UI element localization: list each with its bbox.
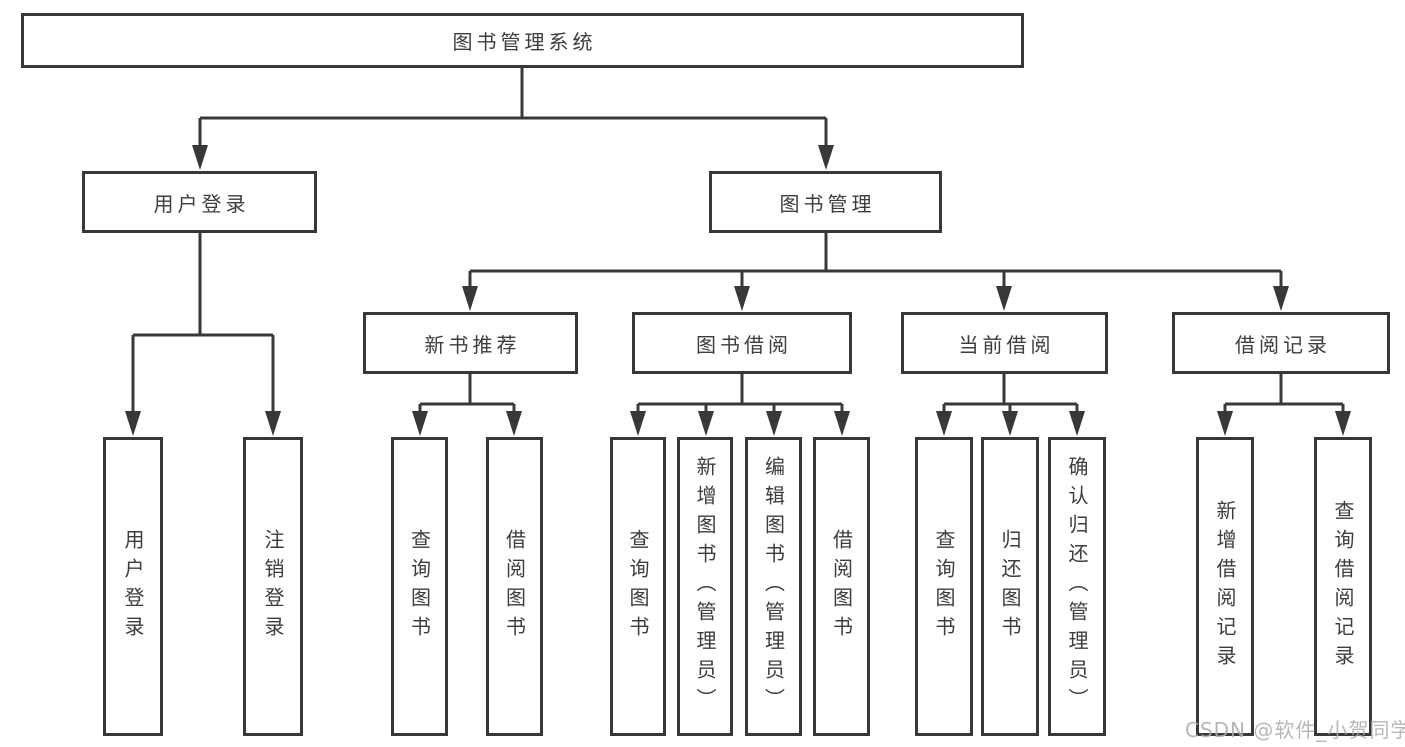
arrowhead-icon: [506, 411, 522, 436]
node-new-book-recommendation-label: 新书推荐: [424, 332, 521, 357]
arrowhead-icon: [766, 411, 782, 436]
leaf-query-books-current: 查询图书: [915, 437, 973, 736]
node-borrowing-records: 借阅记录: [1172, 312, 1390, 374]
node-user-login-label: 用户登录: [153, 191, 250, 216]
node-borrowing-records-label: 借阅记录: [1235, 332, 1331, 357]
leaf-borrow-books: 借阅图书: [813, 437, 870, 736]
leaf-borrow-books-recommend-label: 借阅图书: [502, 528, 527, 645]
leaf-add-book-admin-label: 新增图书（管理员）: [693, 456, 717, 717]
leaf-query-books-current-label: 查询图书: [932, 528, 956, 645]
leaf-add-book-admin: 新增图书（管理员）: [677, 437, 733, 736]
arrowhead-icon: [1273, 286, 1289, 311]
node-book-borrowing: 图书借阅: [632, 312, 852, 374]
leaf-edit-book-admin-label: 编辑图书（管理员）: [761, 456, 786, 717]
node-root-system: 图书管理系统: [21, 13, 1024, 68]
connector-book-management-children: [468, 233, 1283, 289]
connector-current-borrow-children: [942, 374, 1079, 414]
node-root-system-label: 图书管理系统: [452, 30, 597, 54]
arrowhead-icon: [936, 411, 952, 436]
node-book-borrowing-label: 图书借阅: [696, 332, 792, 357]
arrowhead-icon: [412, 411, 428, 436]
connector-records-children: [1223, 374, 1345, 414]
arrowhead-icon: [818, 145, 834, 170]
node-new-book-recommendation: 新书推荐: [363, 312, 578, 374]
leaf-query-books-recommend-label: 查询图书: [407, 528, 432, 645]
leaf-query-books-recommend: 查询图书: [391, 437, 448, 736]
leaf-return-books: 归还图书: [981, 437, 1039, 736]
arrowhead-icon: [462, 286, 478, 311]
leaf-user-login-label: 用户登录: [121, 528, 145, 645]
arrowhead-icon: [996, 286, 1012, 311]
connector-new-book-children: [418, 374, 516, 414]
arrowhead-icon: [125, 411, 141, 436]
leaf-edit-book-admin: 编辑图书（管理员）: [745, 437, 802, 736]
leaf-query-borrow-record-label: 查询借阅记录: [1331, 499, 1355, 674]
leaf-borrow-books-recommend: 借阅图书: [486, 437, 543, 736]
leaf-query-borrow-record: 查询借阅记录: [1314, 437, 1372, 736]
leaf-query-books-borrow: 查询图书: [610, 437, 666, 736]
node-book-management: 图书管理: [709, 171, 942, 233]
arrowhead-icon: [1335, 411, 1351, 436]
leaf-logout: 注销登录: [243, 437, 303, 736]
connector-book-borrow-children: [636, 374, 844, 414]
arrowhead-icon: [1002, 411, 1018, 436]
connector-paths: [131, 68, 1345, 414]
leaf-confirm-return-admin: 确认归还（管理员）: [1048, 437, 1106, 736]
leaf-confirm-return-admin-label: 确认归还（管理员）: [1065, 456, 1089, 717]
leaf-add-borrow-record-label: 新增借阅记录: [1213, 499, 1237, 674]
csdn-watermark: CSDN @软件_小贺同学: [1185, 718, 1405, 742]
arrowhead-icon: [1217, 411, 1233, 436]
arrowhead-icon: [265, 411, 281, 436]
node-book-management-label: 图书管理: [779, 191, 876, 216]
leaf-logout-label: 注销登录: [261, 528, 285, 645]
arrowheads: [125, 145, 1351, 436]
arrowhead-icon: [734, 286, 750, 311]
node-current-borrowing: 当前借阅: [901, 312, 1108, 374]
connector-user-login-children: [131, 233, 275, 414]
leaf-return-books-label: 归还图书: [998, 528, 1022, 645]
arrowhead-icon: [630, 411, 646, 436]
arrowhead-icon: [1069, 411, 1085, 436]
leaf-query-books-borrow-label: 查询图书: [626, 528, 650, 645]
connector-root-to-level2: [198, 68, 828, 148]
leaf-add-borrow-record: 新增借阅记录: [1196, 437, 1254, 736]
leaf-borrow-books-label: 借阅图书: [829, 528, 854, 645]
node-current-borrowing-label: 当前借阅: [958, 332, 1055, 357]
arrowhead-icon: [698, 411, 714, 436]
leaf-user-login: 用户登录: [103, 437, 163, 736]
arrowhead-icon: [192, 145, 208, 170]
node-user-login: 用户登录: [82, 171, 317, 233]
arrowhead-icon: [834, 411, 850, 436]
